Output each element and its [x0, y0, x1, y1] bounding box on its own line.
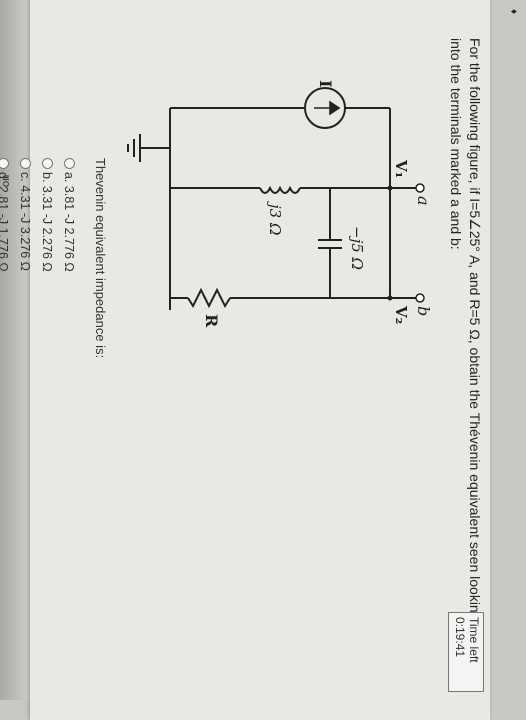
question-text: For the following figure, if I=5∠25° A, …	[448, 38, 483, 621]
current-arrow-head	[329, 100, 341, 116]
option-letter: c.	[18, 172, 32, 182]
circuit-diagram: I a b V₁ V₂ j3 Ω −j5 Ω R	[127, 80, 430, 328]
radio-button[interactable]	[0, 158, 9, 169]
inductor-coil	[259, 185, 301, 194]
option-a[interactable]: a. 3.81 -J 2.776 Ω	[58, 158, 80, 272]
capacitor-label: −j5 Ω	[348, 226, 366, 270]
answer-options: a. 3.81 -J 2.776 Ω b. 3.31 -J 2.276 Ω c.…	[0, 158, 80, 272]
node-b-label: b	[414, 306, 430, 316]
radio-button[interactable]	[64, 158, 75, 169]
radio-button[interactable]	[42, 158, 53, 169]
option-b[interactable]: b. 3.31 -J 2.276 Ω	[36, 158, 58, 272]
corner-icon: ♦	[507, 8, 519, 15]
option-text: 3.81 -J 2.776 Ω	[62, 185, 76, 272]
option-text: 4.31 -J 3.276 Ω	[18, 185, 32, 272]
option-d[interactable]: d. 2.81 -J 1.776 Ω	[0, 158, 14, 272]
quiz-page	[30, 0, 490, 720]
option-letter: a.	[62, 172, 76, 183]
option-text: 2.81 -J 1.776 Ω	[0, 185, 10, 272]
question-panel: For the following figure, if I=5∠25° A, …	[0, 18, 490, 698]
radio-button[interactable]	[20, 158, 31, 169]
node-v1-dot	[387, 185, 393, 191]
option-text: 3.31 -J 2.276 Ω	[40, 185, 54, 272]
resistor-zigzag	[187, 287, 231, 309]
time-left-badge: Time left 0:19:41	[448, 612, 484, 692]
source-label: I	[316, 80, 335, 87]
current-source-circle	[304, 87, 346, 129]
photo-background	[0, 0, 30, 700]
node-a-label: a	[414, 196, 430, 206]
option-letter: b.	[40, 172, 54, 183]
inductor-label: j3 Ω	[266, 201, 284, 235]
option-c[interactable]: c. 4.31 -J 3.276 Ω	[14, 158, 36, 272]
v1-label: V₁	[392, 159, 410, 178]
impedance-prompt: Thevenin equivalent impedance is:	[93, 158, 108, 359]
resistor-label: R	[202, 314, 221, 328]
terminal-a	[415, 183, 425, 193]
v2-label: V₂	[392, 305, 410, 324]
node-v2-dot	[387, 295, 393, 301]
terminal-b	[415, 293, 425, 303]
option-letter: d.	[0, 172, 10, 183]
